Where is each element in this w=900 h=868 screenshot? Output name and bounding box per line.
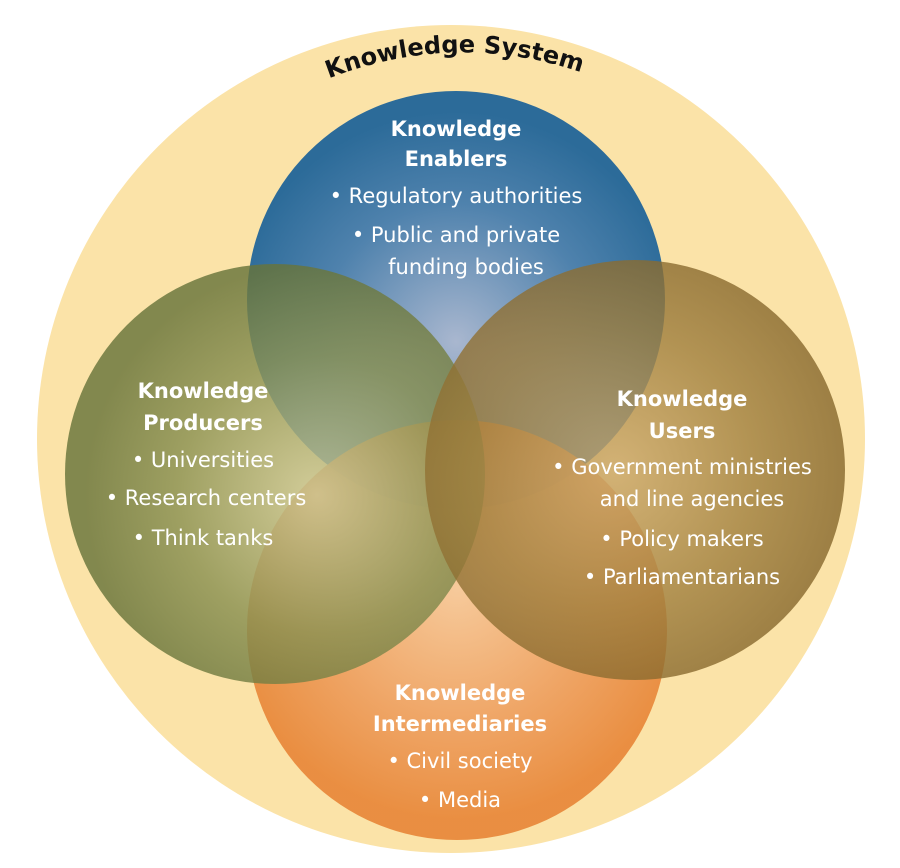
enablers-heading: Knowledge: [391, 117, 522, 141]
producers-label: Knowledge Producers • Universities • Res…: [106, 379, 307, 550]
users-item: • Policy makers: [600, 527, 763, 551]
intermediaries-label: Knowledge Intermediaries • Civil society…: [373, 681, 547, 812]
users-circle: [425, 260, 845, 680]
producers-item: • Think tanks: [133, 526, 274, 550]
enablers-label: Knowledge Enablers • Regulatory authorit…: [330, 117, 583, 279]
enablers-item: • Regulatory authorities: [330, 184, 583, 208]
producers-heading: Knowledge: [138, 379, 269, 403]
users-label: Knowledge Users • Government ministries …: [552, 387, 812, 589]
intermediaries-item: • Civil society: [387, 749, 532, 773]
enablers-heading: Enablers: [405, 147, 508, 171]
producers-circle: [65, 264, 485, 684]
intermediaries-heading: Knowledge: [395, 681, 526, 705]
users-item: and line agencies: [600, 487, 784, 511]
producers-heading: Producers: [143, 411, 263, 435]
users-heading: Users: [649, 419, 716, 443]
enablers-item: • Public and private: [352, 223, 560, 247]
users-item: • Parliamentarians: [584, 565, 780, 589]
enablers-item: funding bodies: [388, 255, 544, 279]
producers-item: • Research centers: [106, 486, 307, 510]
users-item: • Government ministries: [552, 455, 812, 479]
intermediaries-item: • Media: [419, 788, 501, 812]
intermediaries-heading: Intermediaries: [373, 712, 547, 736]
users-heading: Knowledge: [617, 387, 748, 411]
producers-item: • Universities: [132, 448, 274, 472]
